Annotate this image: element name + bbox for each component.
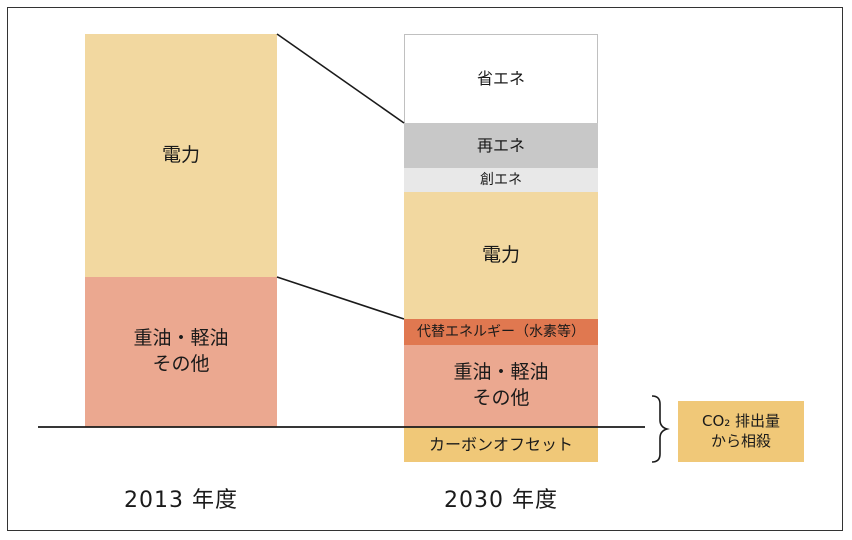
bar-2013-heavy-oil: 重油・軽油 その他 (85, 277, 277, 427)
bar-2030-heavy-oil: 重油・軽油 その他 (404, 345, 598, 427)
bar-2030-alternative-label: 代替エネルギー（水素等） (417, 323, 585, 340)
bar-2030-carbon-offset: カーボンオフセット (404, 427, 598, 462)
bar-2013-oil-label-line2: その他 (152, 353, 210, 375)
bar-2030-electricity: 電力 (404, 192, 598, 319)
offset-legend-box: CO₂ 排出量 から相殺 (678, 401, 804, 462)
bar-2030-creative-label: 創エネ (480, 171, 522, 188)
bar-2030-offset-label: カーボンオフセット (428, 434, 573, 454)
bar-2030-electricity-label: 電力 (481, 243, 520, 266)
bar-2013-oil-label-line1: 重油・軽油 (133, 327, 229, 350)
bar-2030-renewable: 再エネ (404, 123, 598, 168)
bar-2013-oil-label: 重油・軽油 その他 (133, 326, 228, 377)
bar-2013-electricity-label: 電力 (161, 143, 200, 166)
bar-2030-oil-label-line1: 重油・軽油 (453, 361, 549, 384)
bar-2030-energy-saving: 省エネ (404, 34, 598, 123)
diagram-frame (7, 7, 843, 531)
connector-top (276, 33, 405, 124)
legend-line2: から相殺 (710, 431, 771, 450)
bar-2030-renewable-label: 再エネ (476, 135, 525, 155)
year-label-2030: 2030 年度 (444, 488, 558, 513)
connector-middle (276, 276, 405, 320)
bar-2030-oil-label-line2: その他 (472, 387, 530, 409)
year-label-2013: 2013 年度 (124, 488, 238, 513)
bar-2030-creative-energy: 創エネ (404, 168, 598, 192)
curly-brace (651, 395, 670, 463)
legend-line1: CO₂ 排出量 (701, 412, 781, 430)
bar-2013-electricity: 電力 (85, 34, 277, 277)
bar-2030-oil-label: 重油・軽油 その他 (453, 360, 548, 411)
bar-2030-alternative-energy: 代替エネルギー（水素等） (404, 319, 598, 345)
bar-2030-energy-saving-label: 省エネ (476, 69, 525, 89)
